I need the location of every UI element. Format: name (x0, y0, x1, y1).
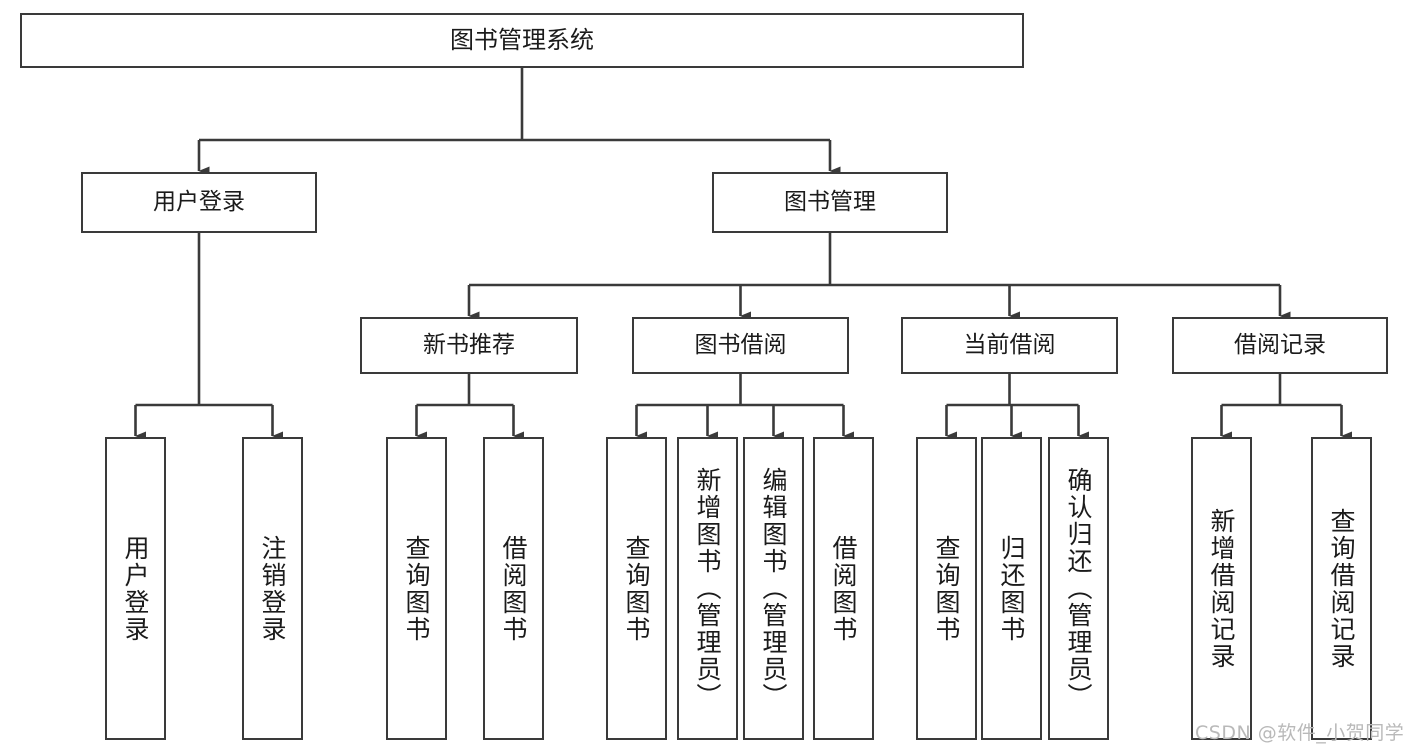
node-label: 用户登录 (121, 534, 150, 643)
node-root[interactable]: 图书管理系统 (20, 13, 1024, 68)
node-leaf-cur-confirm[interactable]: 确认归还（管理员） (1048, 437, 1109, 740)
node-label: 确认归还（管理员） (1064, 467, 1093, 710)
node-leaf-cur-return[interactable]: 归还图书 (981, 437, 1042, 740)
node-leaf-bk-add[interactable]: 新增图书（管理员） (677, 437, 738, 740)
node-bookmgmt[interactable]: 图书管理 (712, 172, 948, 233)
node-label: 用户登录 (153, 188, 245, 215)
node-leaf-bk-query[interactable]: 查询图书 (606, 437, 667, 740)
node-leaf-bk-borrow[interactable]: 借阅图书 (813, 437, 874, 740)
node-label: 新书推荐 (423, 331, 515, 358)
node-label: 注销登录 (258, 534, 287, 643)
node-label: 查询图书 (932, 534, 961, 643)
node-leaf-rec-add[interactable]: 新增借阅记录 (1191, 437, 1252, 740)
node-leaf-cur-query[interactable]: 查询图书 (916, 437, 977, 740)
node-leaf-rec-query[interactable]: 查询借阅记录 (1311, 437, 1372, 740)
node-label: 图书管理系统 (450, 26, 594, 55)
node-leaf-user-logout[interactable]: 注销登录 (242, 437, 303, 740)
node-newbook[interactable]: 新书推荐 (360, 317, 578, 374)
node-leaf-bk-edit[interactable]: 编辑图书（管理员） (743, 437, 804, 740)
node-label: 查询图书 (402, 534, 431, 643)
edge-group (134, 68, 1352, 441)
node-borrow[interactable]: 图书借阅 (632, 317, 849, 374)
node-current[interactable]: 当前借阅 (901, 317, 1118, 374)
node-label: 新增借阅记录 (1207, 507, 1236, 670)
node-label: 查询图书 (622, 534, 651, 643)
node-leaf-user-login[interactable]: 用户登录 (105, 437, 166, 740)
node-label: 当前借阅 (963, 331, 1056, 358)
node-label: 图书管理 (784, 188, 876, 215)
node-label: 借阅图书 (499, 534, 528, 643)
node-leaf-nb-query[interactable]: 查询图书 (386, 437, 447, 740)
node-label: 编辑图书（管理员） (759, 467, 788, 710)
node-leaf-nb-borrow[interactable]: 借阅图书 (483, 437, 544, 740)
node-label: 新增图书（管理员） (693, 467, 722, 710)
node-records[interactable]: 借阅记录 (1172, 317, 1388, 374)
watermark: CSDN @软件_小贺同学 (1195, 722, 1405, 744)
node-label: 借阅图书 (829, 534, 858, 643)
node-label: 图书借阅 (694, 331, 787, 358)
node-label: 归还图书 (997, 534, 1026, 643)
node-label: 查询借阅记录 (1327, 507, 1356, 670)
node-login[interactable]: 用户登录 (81, 172, 317, 233)
node-label: 借阅记录 (1234, 331, 1326, 358)
